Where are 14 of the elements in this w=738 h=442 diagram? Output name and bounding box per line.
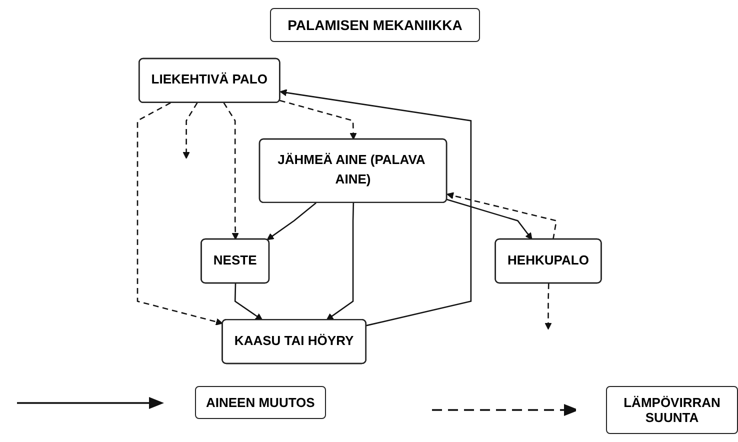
arrow [182,102,198,159]
arrow [279,89,472,326]
arrow [136,102,223,326]
legend-label: AINEEN MUUTOS [195,386,326,419]
arrow [544,283,552,330]
legend-label: LÄMPÖVIRRAN SUUNTA [606,386,738,434]
arrow [446,192,557,240]
arrow [234,283,262,320]
arrow [222,102,239,240]
arrow [326,202,354,320]
arrow [266,202,316,240]
title: PALAMISEN MEKANIIKKA [270,8,480,42]
arrow [446,198,532,240]
arrow [279,100,357,140]
